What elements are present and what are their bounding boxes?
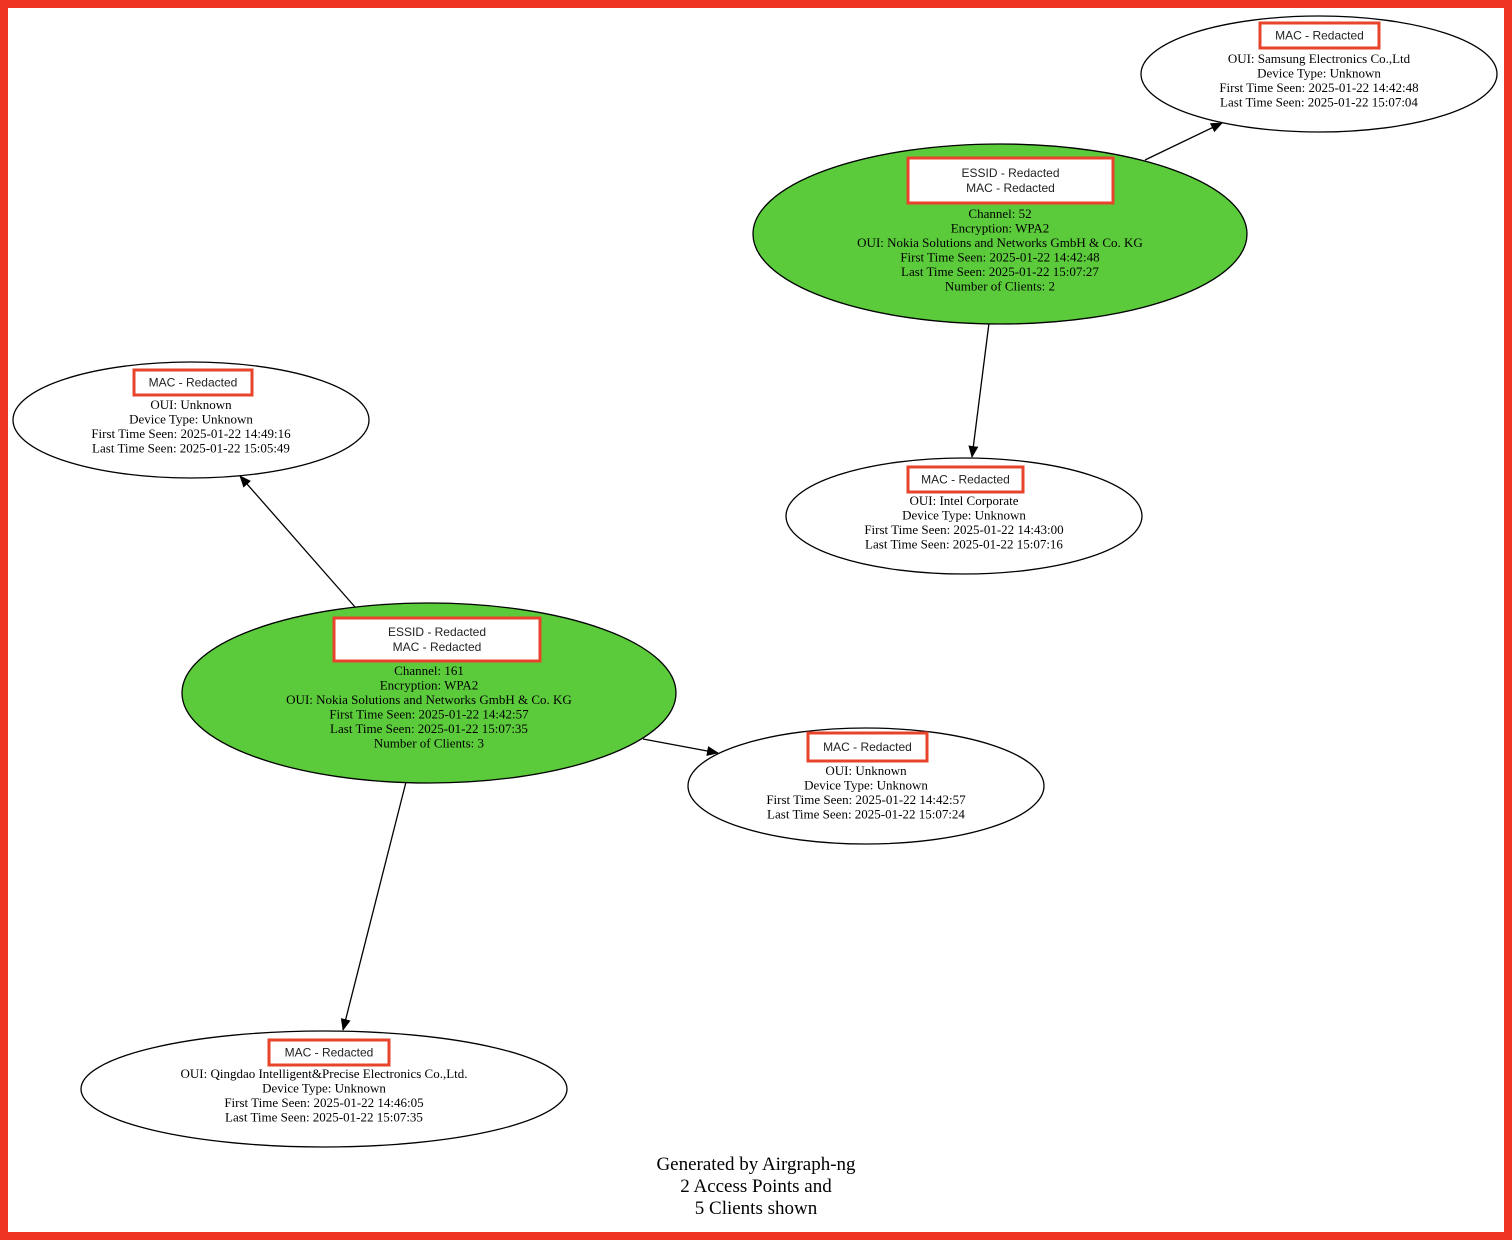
node-detail-line: Channel: 52 xyxy=(968,206,1031,221)
footer-line: 5 Clients shown xyxy=(695,1198,818,1219)
node-detail-line: First Time Seen: 2025-01-22 14:46:05 xyxy=(224,1095,423,1110)
node-ellipse xyxy=(1140,15,1498,133)
node-detail-line: OUI: Intel Corporate xyxy=(909,493,1018,508)
node-detail-line: Device Type: Unknown xyxy=(804,778,928,793)
redaction-box xyxy=(332,616,542,663)
node-detail-line: First Time Seen: 2025-01-22 14:42:57 xyxy=(766,792,966,807)
node-detail-line: First Time Seen: 2025-01-22 14:42:57 xyxy=(329,707,529,722)
redacted-label: MAC - Redacted xyxy=(285,1046,374,1060)
node-detail-line: OUI: Qingdao Intelligent&Precise Electro… xyxy=(180,1066,467,1081)
node-detail-line: Last Time Seen: 2025-01-22 15:07:24 xyxy=(767,807,965,822)
node-ellipse xyxy=(12,361,370,479)
node-ellipse xyxy=(785,457,1143,575)
node-detail-line: OUI: Samsung Electronics Co.,Ltd xyxy=(1228,51,1411,66)
node-detail-line: Channel: 161 xyxy=(394,663,464,678)
node-detail-line: Encryption: WPA2 xyxy=(951,221,1050,236)
redaction-box xyxy=(906,156,1115,205)
node-detail-line: Number of Clients: 2 xyxy=(945,279,1055,294)
edge-arrow xyxy=(968,322,990,458)
node-detail-line: First Time Seen: 2025-01-22 14:49:16 xyxy=(91,426,291,441)
redaction-box xyxy=(267,1038,391,1067)
node-detail-line: First Time Seen: 2025-01-22 14:43:00 xyxy=(864,522,1063,537)
footer-caption: Generated by Airgraph-ng 2 Access Points… xyxy=(656,1154,856,1219)
node-detail-line: OUI: Unknown xyxy=(150,397,232,412)
node-detail-line: Last Time Seen: 2025-01-22 15:07:35 xyxy=(225,1110,423,1125)
node-detail-line: Last Time Seen: 2025-01-22 15:05:49 xyxy=(92,441,290,456)
edge-arrow xyxy=(239,475,356,608)
redacted-label: MAC - Redacted xyxy=(149,376,238,390)
redacted-label: MAC - Redacted xyxy=(1275,29,1364,43)
node-ellipse xyxy=(181,602,677,784)
redacted-label: ESSID - Redacted xyxy=(388,625,486,639)
edge-arrow xyxy=(340,781,407,1031)
redacted-label: MAC - Redacted xyxy=(966,181,1055,195)
redaction-box xyxy=(906,465,1025,494)
redaction-box xyxy=(806,731,929,763)
redaction-box xyxy=(132,368,254,397)
node-detail-line: Device Type: Unknown xyxy=(262,1081,386,1096)
edge-arrow xyxy=(1144,122,1223,161)
redacted-label: ESSID - Redacted xyxy=(961,166,1059,180)
node-detail-line: OUI: Unknown xyxy=(825,763,907,778)
node-ellipse xyxy=(687,727,1045,845)
footer-line: Generated by Airgraph-ng xyxy=(656,1154,856,1175)
redacted-label: MAC - Redacted xyxy=(921,473,1010,487)
node-detail-line: Encryption: WPA2 xyxy=(380,678,479,693)
node-ellipse xyxy=(80,1030,568,1148)
redacted-label: MAC - Redacted xyxy=(393,640,482,654)
redacted-label: MAC - Redacted xyxy=(823,740,912,754)
redaction-box xyxy=(1258,21,1381,50)
node-detail-line: Last Time Seen: 2025-01-22 15:07:16 xyxy=(865,537,1063,552)
node-detail-line: Last Time Seen: 2025-01-22 15:07:35 xyxy=(330,721,528,736)
footer-line: 2 Access Points and xyxy=(680,1176,832,1197)
edge-arrow xyxy=(642,738,719,756)
node-ellipse xyxy=(752,143,1248,325)
node-detail-line: First Time Seen: 2025-01-22 14:42:48 xyxy=(900,250,1099,265)
node-detail-line: OUI: Nokia Solutions and Networks GmbH &… xyxy=(286,692,572,707)
node-detail-line: Last Time Seen: 2025-01-22 15:07:27 xyxy=(901,264,1099,279)
node-detail-line: OUI: Nokia Solutions and Networks GmbH &… xyxy=(857,235,1143,250)
node-detail-line: Number of Clients: 3 xyxy=(374,736,484,751)
node-detail-line: First Time Seen: 2025-01-22 14:42:48 xyxy=(1219,80,1418,95)
node-detail-line: Device Type: Unknown xyxy=(1257,66,1381,81)
node-detail-line: Device Type: Unknown xyxy=(902,508,1026,523)
node-detail-line: Last Time Seen: 2025-01-22 15:07:04 xyxy=(1220,95,1418,110)
node-detail-line: Device Type: Unknown xyxy=(129,412,253,427)
